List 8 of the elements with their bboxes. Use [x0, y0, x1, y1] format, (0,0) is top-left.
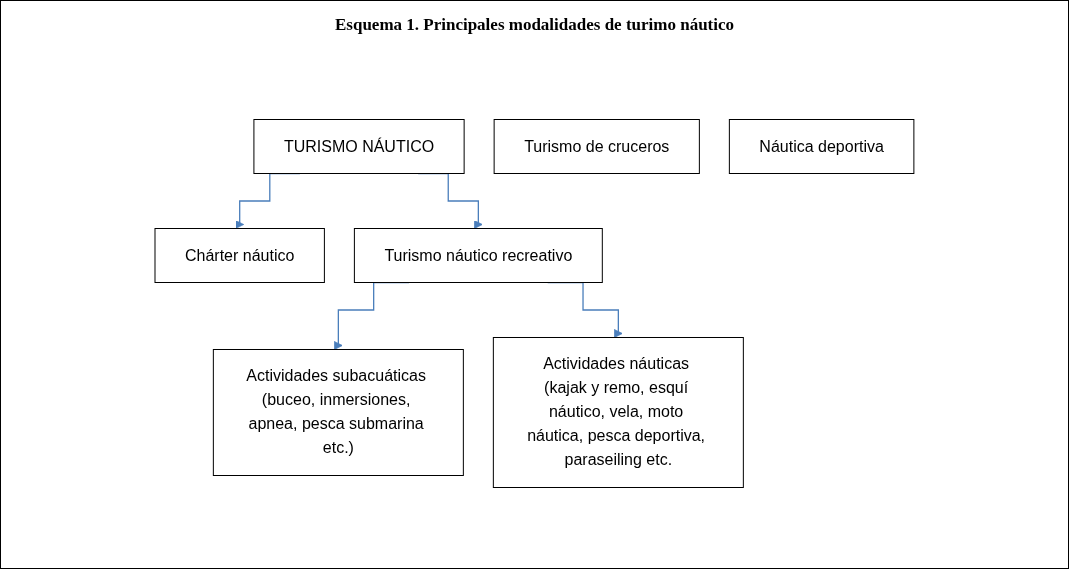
node-box: Actividades subacuáticas (buceo, inmersiones, apnea, pesca submarina etc.) — [212, 349, 464, 476]
node-box: Turismo de cruceros — [493, 119, 700, 174]
node-box: Chárter náutico — [154, 228, 325, 283]
node-box: Turismo náutico recreativo — [353, 228, 603, 283]
diagram-title: Esquema 1. Principales modalidades de turimo náutico — [334, 15, 735, 35]
node-box: Náutica deportiva — [728, 119, 915, 174]
node-box: TURISMO NÁUTICO — [253, 119, 465, 174]
node-box: Actividades náuticas (kajak y remo, esquí náutico, vela, moto náutica, pesca deportiva, paraseiling etc. — [492, 337, 744, 488]
